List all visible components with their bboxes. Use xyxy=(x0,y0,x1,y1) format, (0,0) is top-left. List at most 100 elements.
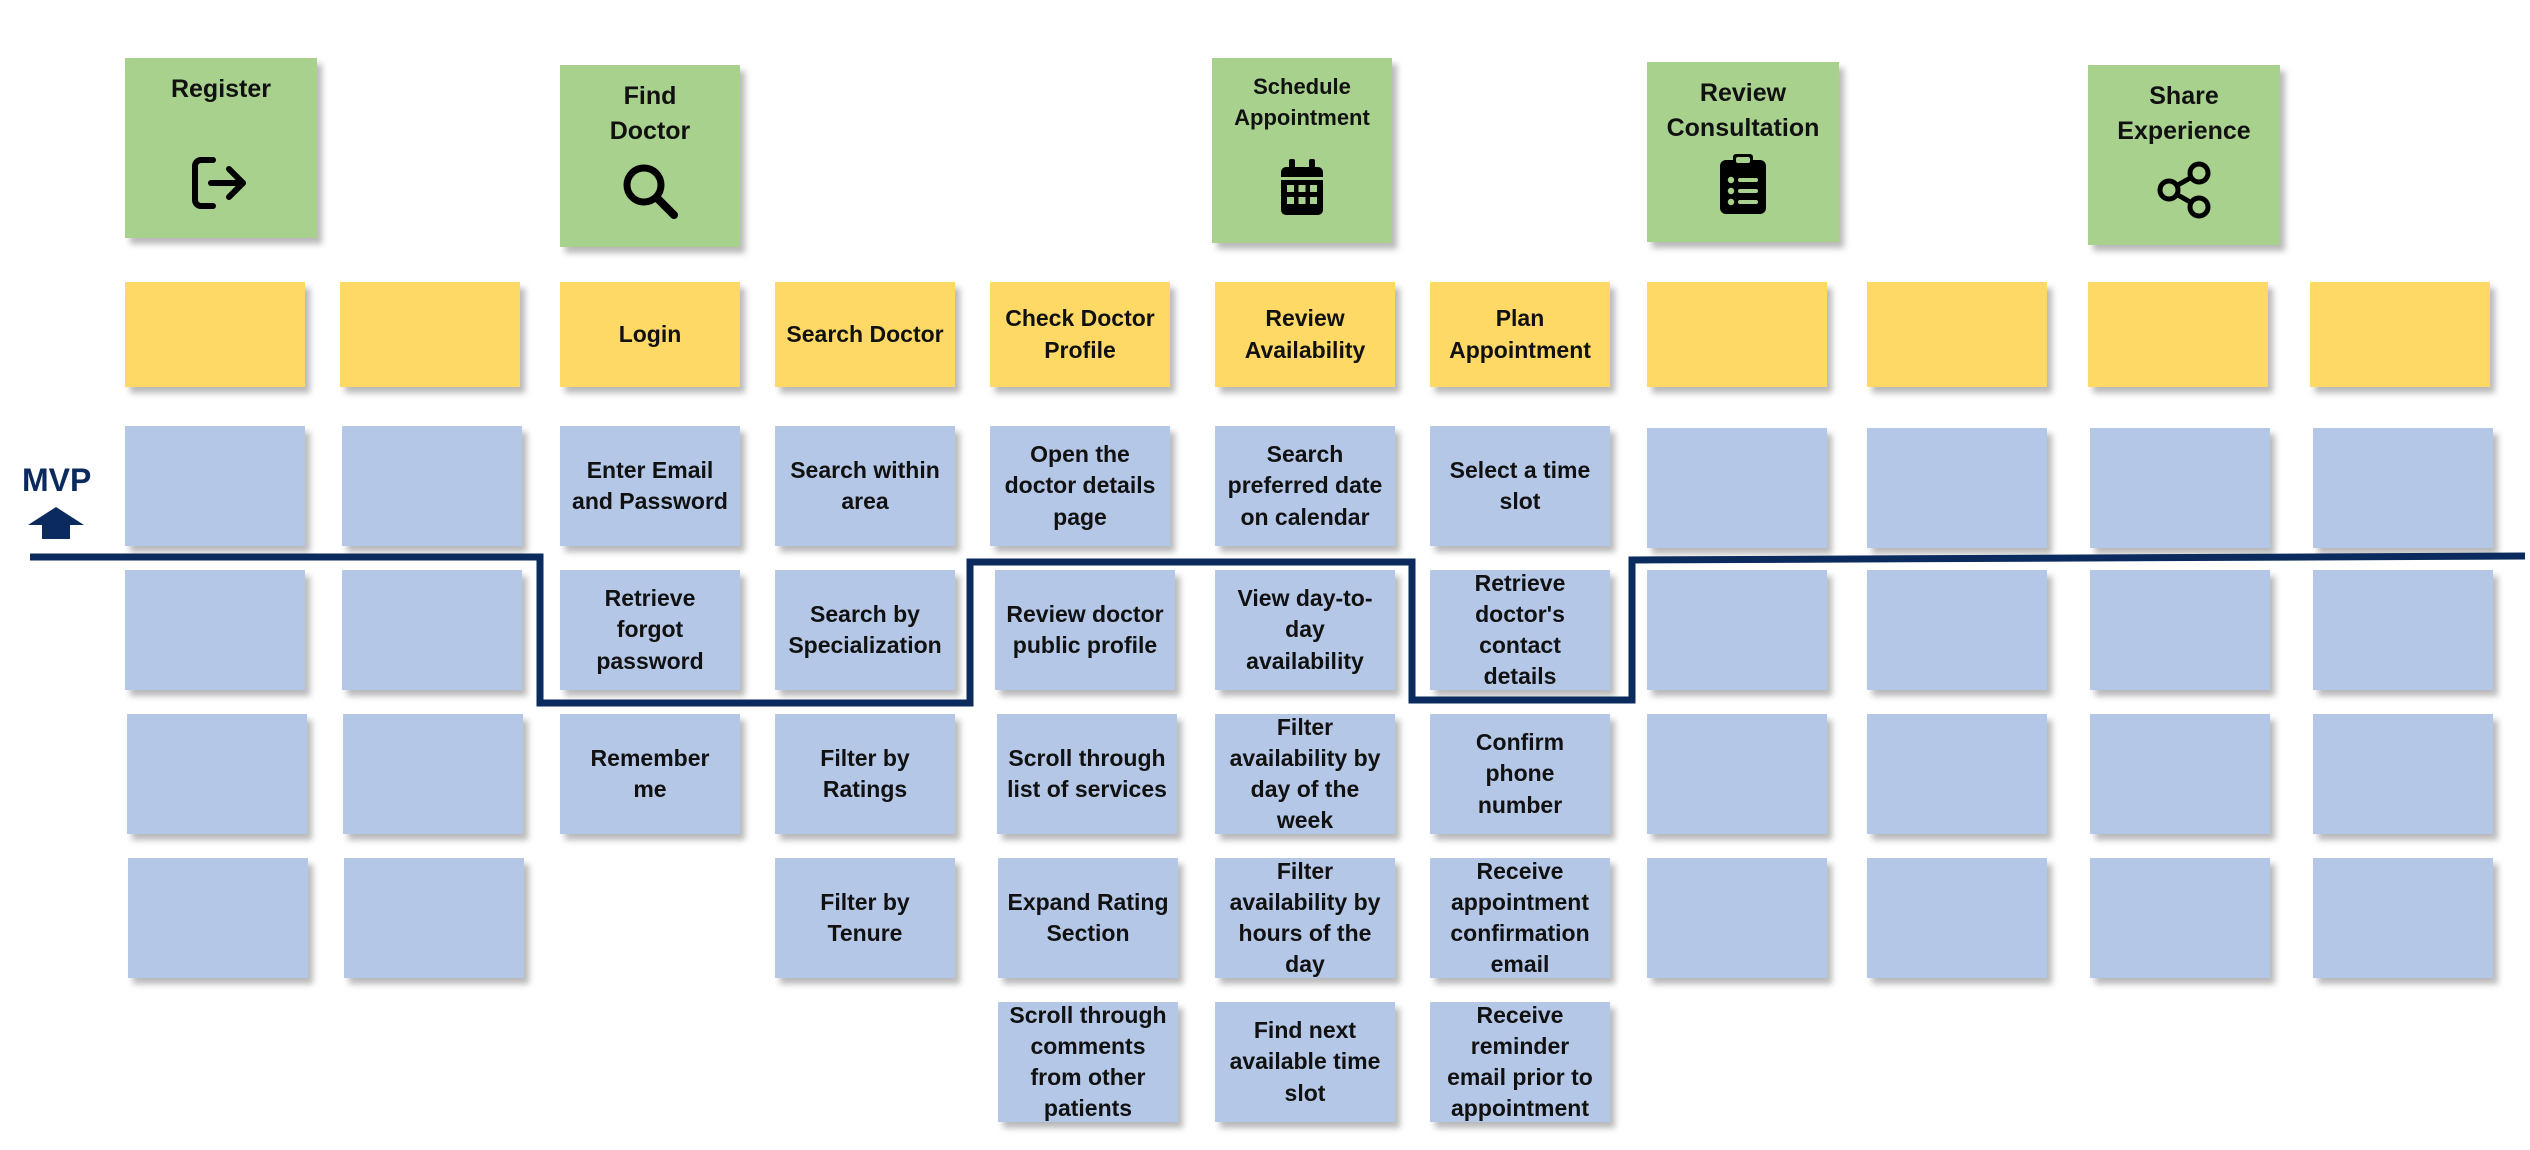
share-icon xyxy=(2088,161,2280,219)
story-card: Receive appointment confirmation email xyxy=(1430,858,1610,978)
story-card xyxy=(127,714,307,834)
activity-review-consultation: Review Consultation xyxy=(1647,62,1839,242)
activity-share-experience: Share Experience xyxy=(2088,65,2280,245)
story-card xyxy=(128,858,308,978)
story-label: Search within area xyxy=(790,456,940,514)
story-card xyxy=(2313,570,2493,690)
story-card: Scroll through comments from other patie… xyxy=(998,1002,1178,1122)
story-label: Search preferred date on calendar xyxy=(1227,441,1383,530)
story-card xyxy=(342,426,522,546)
story-card: Review doctor public profile xyxy=(995,570,1175,690)
story-card: Retrieve doctor's contact details xyxy=(1430,570,1610,690)
story-label: Retrieve doctor's contact details xyxy=(1474,569,1566,690)
step-card xyxy=(1867,282,2047,387)
step-label: Check Doctor Profile xyxy=(1005,305,1155,363)
story-card xyxy=(1867,714,2047,834)
story-card: Filter availability by hours of the day xyxy=(1215,858,1395,978)
clipboard-list-icon xyxy=(1647,154,1839,216)
story-card: Expand Rating Section xyxy=(998,858,1178,978)
activity-title: Share Experience xyxy=(2117,82,2251,145)
story-label: Search by Specialization xyxy=(788,600,942,658)
story-label: Find next available time slot xyxy=(1229,1017,1381,1106)
story-card xyxy=(1867,428,2047,548)
step-label: Plan Appointment xyxy=(1449,305,1591,363)
step-card: Plan Appointment xyxy=(1430,282,1610,387)
story-label: Open the doctor details page xyxy=(1004,441,1156,530)
story-card: Remember me xyxy=(560,714,740,834)
story-card: Select a time slot xyxy=(1430,426,1610,546)
story-label: Retrieve forgot password xyxy=(596,585,704,674)
story-label: Filter availability by day of the week xyxy=(1229,713,1381,834)
story-label: Filter by Tenure xyxy=(820,888,910,946)
story-label: Receive appointment confirmation email xyxy=(1450,857,1590,978)
activity-title: Register xyxy=(170,75,272,103)
story-label: Receive reminder email prior to appointm… xyxy=(1447,1001,1593,1122)
story-card: Retrieve forgot password xyxy=(560,570,740,690)
story-card: Find next available time slot xyxy=(1215,1002,1395,1122)
story-label: Remember me xyxy=(590,744,710,802)
activity-find-doctor: Find Doctor xyxy=(560,65,740,247)
story-card xyxy=(2313,858,2493,978)
calendar-icon xyxy=(1212,159,1392,217)
sign-in-icon xyxy=(125,154,317,212)
story-label: Scroll through list of services xyxy=(1007,744,1167,802)
story-label: Confirm phone number xyxy=(1475,729,1565,818)
story-card xyxy=(2090,714,2270,834)
activity-schedule-appointment: Schedule Appointment xyxy=(1212,58,1392,243)
step-card xyxy=(125,282,305,387)
story-label: Select a time slot xyxy=(1449,456,1591,514)
story-card xyxy=(1647,570,1827,690)
story-card: Search by Specialization xyxy=(775,570,955,690)
step-card xyxy=(1647,282,1827,387)
story-label: Scroll through comments from other patie… xyxy=(1009,1001,1167,1122)
step-label: Review Availability xyxy=(1244,305,1366,363)
story-card xyxy=(1867,570,2047,690)
up-arrow-icon xyxy=(26,505,86,546)
activity-title: Review Consultation xyxy=(1666,79,1820,142)
story-card: Open the doctor details page xyxy=(990,426,1170,546)
story-card xyxy=(2313,714,2493,834)
story-card: Filter availability by day of the week xyxy=(1215,714,1395,834)
story-card xyxy=(125,426,305,546)
story-card: Confirm phone number xyxy=(1430,714,1610,834)
story-card: Scroll through list of services xyxy=(997,714,1177,834)
story-card: Receive reminder email prior to appointm… xyxy=(1430,1002,1610,1122)
step-label: Login xyxy=(618,320,682,347)
story-label: Review doctor public profile xyxy=(1006,600,1164,658)
story-card xyxy=(1647,858,1827,978)
story-card xyxy=(342,570,522,690)
step-card: Login xyxy=(560,282,740,387)
story-card: Search within area xyxy=(775,426,955,546)
story-card: Enter Email and Password xyxy=(560,426,740,546)
story-card xyxy=(344,858,524,978)
story-card: View day-to- day availability xyxy=(1215,570,1395,690)
story-card: Filter by Ratings xyxy=(775,714,955,834)
mvp-label: MVP xyxy=(22,462,92,498)
step-card xyxy=(2088,282,2268,387)
story-label: Expand Rating Section xyxy=(1007,888,1169,946)
story-label: Filter availability by hours of the day xyxy=(1229,857,1381,978)
activity-title: Find Doctor xyxy=(609,82,691,145)
story-card xyxy=(1647,714,1827,834)
story-card xyxy=(2090,858,2270,978)
story-card xyxy=(2090,428,2270,548)
story-card xyxy=(125,570,305,690)
story-card xyxy=(1647,428,1827,548)
story-card: Filter by Tenure xyxy=(775,858,955,978)
story-card xyxy=(2313,428,2493,548)
step-card: Search Doctor xyxy=(775,282,955,387)
search-icon xyxy=(560,161,740,221)
activity-title: Schedule Appointment xyxy=(1234,74,1370,130)
story-card xyxy=(343,714,523,834)
step-card: Review Availability xyxy=(1215,282,1395,387)
step-label: Search Doctor xyxy=(786,320,944,347)
story-label: Filter by Ratings xyxy=(820,744,910,802)
step-card: Check Doctor Profile xyxy=(990,282,1170,387)
activity-register: Register xyxy=(125,58,317,238)
story-card xyxy=(1867,858,2047,978)
story-card: Search preferred date on calendar xyxy=(1215,426,1395,546)
step-card xyxy=(2310,282,2490,387)
story-card xyxy=(2090,570,2270,690)
step-card xyxy=(340,282,520,387)
